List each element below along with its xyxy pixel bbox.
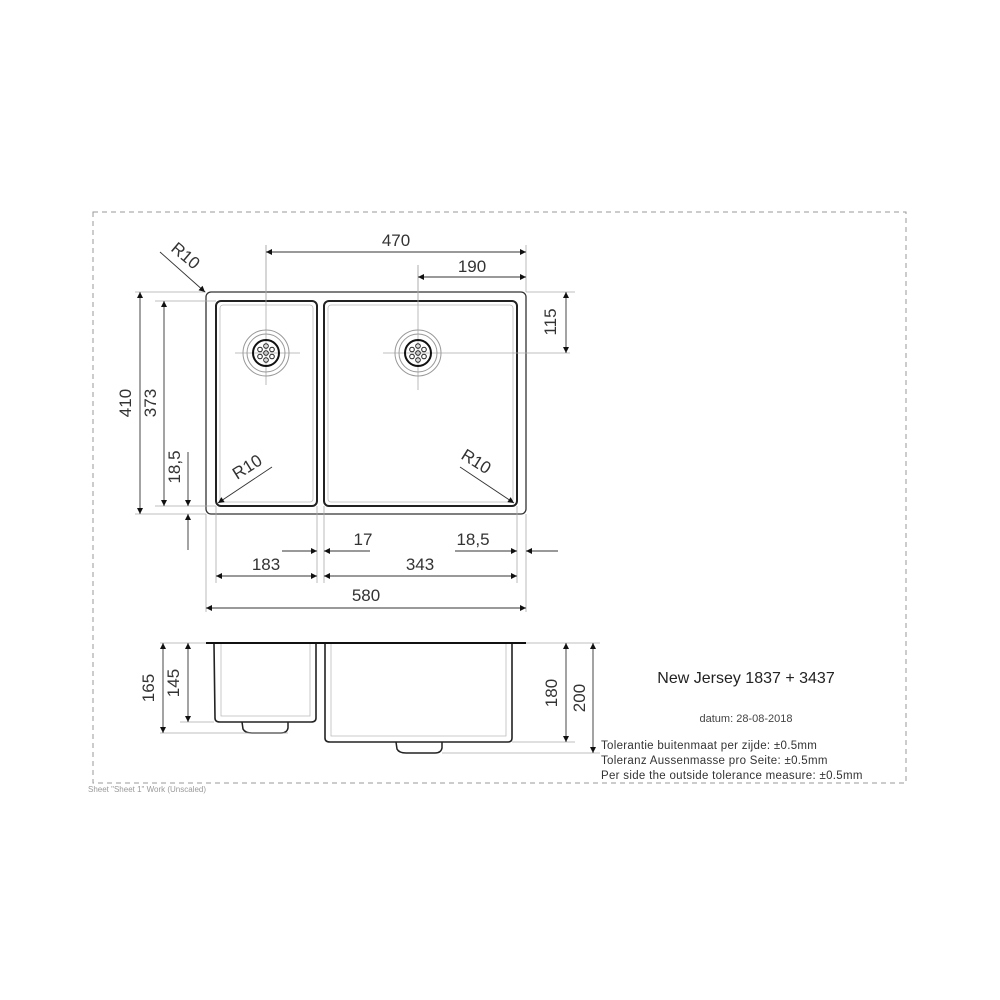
- dim-580: 580: [352, 586, 380, 605]
- dim-180: 180: [542, 679, 561, 707]
- dim-410: 410: [116, 389, 135, 417]
- sheet-label: Sheet "Sheet 1" Work (Unscaled): [88, 785, 206, 794]
- dim-145: 145: [164, 669, 183, 697]
- drawing-title: New Jersey 1837 + 3437: [657, 670, 835, 687]
- left-bowl: [215, 300, 318, 507]
- tolerance-de: Toleranz Aussenmasse pro Seite: ±0.5mm: [601, 755, 828, 767]
- radius-outer-label: R10: [167, 239, 203, 274]
- dim-18-5-right: 18,5: [456, 530, 489, 549]
- right-drain-profile: [395, 741, 443, 754]
- left-drain-icon: [235, 245, 300, 385]
- right-bowl-profile: [324, 644, 513, 743]
- right-bowl: [323, 300, 518, 507]
- radius-right-bowl-label: R10: [458, 445, 495, 478]
- sink-outer-rim: [205, 291, 527, 515]
- dim-343: 343: [406, 555, 434, 574]
- dim-373: 373: [141, 389, 160, 417]
- sheet-border: [92, 211, 907, 784]
- dim-115: 115: [541, 308, 560, 335]
- dim-165: 165: [139, 674, 158, 702]
- dim-190: 190: [458, 257, 486, 276]
- dim-18-5-bottom: 18,5: [165, 450, 184, 483]
- tolerance-en: Per side the outside tolerance measure: …: [601, 770, 863, 782]
- top-view: 470 190 115 410 373 18,5 183 17 343 18,5…: [116, 231, 575, 612]
- side-view: 165 145 180 200: [139, 642, 600, 754]
- tolerance-nl: Tolerantie buitenmaat per zijde: ±0.5mm: [601, 740, 817, 752]
- dim-200: 200: [570, 684, 589, 712]
- dim-17: 17: [354, 530, 373, 549]
- left-bowl-profile: [213, 643, 317, 723]
- radius-left-bowl-label: R10: [229, 451, 266, 484]
- drawing-date: datum: 28-08-2018: [700, 713, 793, 725]
- dim-183: 183: [252, 555, 280, 574]
- right-drain-icon: [383, 265, 570, 390]
- dim-470: 470: [382, 231, 410, 250]
- left-drain-profile: [241, 721, 289, 734]
